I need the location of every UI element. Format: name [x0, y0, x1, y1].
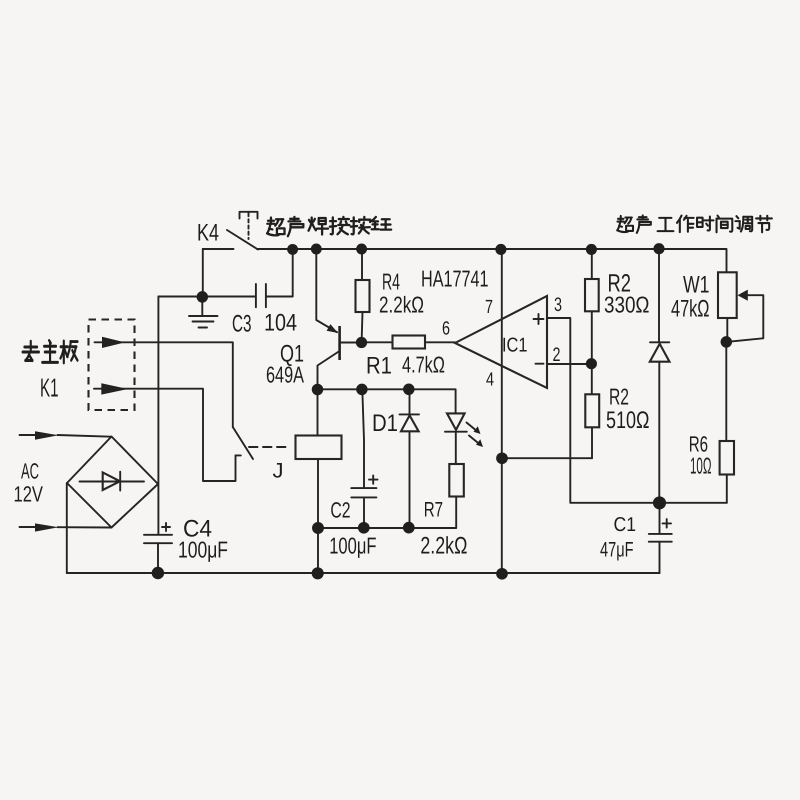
svg-text:7: 7 — [485, 297, 493, 318]
svg-text:HA17741: HA17741 — [421, 266, 489, 292]
svg-text:C1: C1 — [614, 514, 637, 536]
svg-text:AC: AC — [21, 459, 39, 484]
svg-text:C3: C3 — [232, 311, 252, 338]
svg-text:D1: D1 — [372, 410, 398, 437]
svg-text:100μF: 100μF — [178, 537, 228, 563]
svg-text:10Ω: 10Ω — [690, 453, 712, 479]
svg-text:4: 4 — [486, 370, 494, 391]
svg-text:K4: K4 — [197, 220, 219, 247]
svg-text:C2: C2 — [330, 498, 350, 523]
svg-text:C4: C4 — [183, 516, 212, 543]
svg-text:IC1: IC1 — [502, 335, 528, 357]
svg-text:2.2kΩ: 2.2kΩ — [379, 292, 424, 318]
svg-text:510Ω: 510Ω — [606, 407, 650, 434]
svg-text:3: 3 — [554, 294, 562, 316]
svg-text:K1: K1 — [40, 373, 59, 403]
svg-text:2.2kΩ: 2.2kΩ — [420, 533, 467, 560]
svg-text:R2: R2 — [609, 384, 629, 410]
svg-text:47μF: 47μF — [600, 539, 634, 562]
svg-text:Q1: Q1 — [280, 341, 304, 368]
svg-text:R1: R1 — [366, 353, 392, 380]
svg-text:2: 2 — [553, 344, 561, 366]
svg-text:649A: 649A — [266, 362, 304, 388]
svg-text:R2: R2 — [608, 270, 632, 298]
svg-text:R4: R4 — [382, 269, 400, 295]
svg-text:47kΩ: 47kΩ — [671, 296, 710, 323]
svg-text:4.7kΩ: 4.7kΩ — [402, 352, 445, 378]
svg-text:R7: R7 — [424, 499, 443, 522]
svg-text:100μF: 100μF — [329, 533, 376, 559]
svg-text:R6: R6 — [689, 432, 708, 457]
svg-text:J: J — [273, 460, 284, 483]
svg-text:6: 6 — [442, 319, 450, 340]
svg-text:12V: 12V — [14, 482, 44, 507]
svg-text:330Ω: 330Ω — [604, 292, 650, 318]
svg-text:104: 104 — [264, 310, 297, 337]
svg-text:W1: W1 — [683, 272, 710, 299]
